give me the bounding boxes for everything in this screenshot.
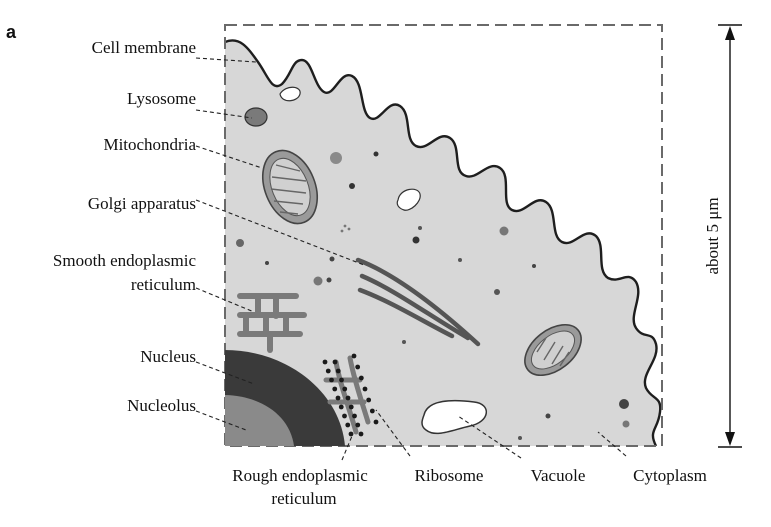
ribosome-dot — [338, 404, 344, 410]
small-vacuole-mid — [396, 188, 421, 211]
ribosome-dot — [355, 422, 361, 428]
label-lysosome: Lysosome — [127, 89, 196, 108]
ribosome-dot — [352, 413, 357, 419]
small-vacuole — [279, 86, 301, 102]
label-vacuole: Vacuole — [531, 466, 586, 485]
ribosome-dot — [373, 419, 379, 425]
label-smooth-er-2: reticulum — [131, 275, 196, 294]
label-cytoplasm: Cytoplasm — [633, 466, 707, 485]
ribosome-dots — [322, 353, 379, 437]
bottom-labels: Rough endoplasmic reticulum Ribosome Vac… — [232, 466, 707, 508]
label-rough-er-1: Rough endoplasmic — [232, 466, 368, 485]
ribosome-dot — [342, 413, 347, 419]
labels: Cell membrane Lysosome Mitochondria Golg… — [53, 38, 197, 415]
ribosome-dot — [362, 386, 368, 392]
label-cell-membrane: Cell membrane — [92, 38, 196, 57]
cell-frame — [224, 24, 663, 447]
scale-bar — [718, 24, 742, 448]
ribosome-dot — [339, 377, 344, 383]
label-nucleus: Nucleus — [140, 347, 196, 366]
mitochondrion-right — [524, 323, 582, 377]
label-rough-er-2: reticulum — [271, 489, 336, 508]
panel-letter: a — [6, 22, 17, 42]
ribosome-dot — [345, 422, 351, 428]
smooth-er — [237, 293, 307, 353]
ribosome-dot — [332, 359, 338, 365]
vacuole — [421, 400, 487, 435]
ribosome-dot — [335, 395, 341, 401]
label-nucleolus: Nucleolus — [127, 396, 196, 415]
ribosome-dot — [322, 359, 328, 365]
golgi-apparatus — [355, 257, 481, 347]
ribosome-dot — [369, 408, 375, 414]
nucleolus — [225, 395, 294, 446]
label-smooth-er-1: Smooth endoplasmic — [53, 251, 197, 270]
ribosome-dot — [351, 353, 357, 359]
ribosome-dot — [325, 368, 331, 374]
cytoplasm-granules — [236, 151, 630, 440]
ribosome-dot — [358, 375, 364, 381]
ribosome-dot — [355, 364, 361, 370]
mitochondrion-left — [261, 149, 319, 225]
ribosome-dot — [335, 368, 341, 374]
scale-label: about 5 μm — [703, 197, 722, 274]
label-golgi-apparatus: Golgi apparatus — [88, 194, 196, 213]
ribosome-dot — [366, 397, 372, 403]
label-ribosome: Ribosome — [415, 466, 484, 485]
ribosome-dot — [345, 395, 351, 401]
leader-lines — [195, 57, 627, 461]
ribosome-dot — [342, 386, 348, 392]
cell-membrane — [224, 39, 662, 447]
ribosome-dot — [358, 431, 364, 437]
ribosome-dot — [348, 431, 354, 437]
ribosome-dot — [329, 377, 334, 383]
label-mitochondria: Mitochondria — [103, 135, 196, 154]
ribosome-dot — [348, 404, 354, 410]
ribosome-dot — [332, 386, 338, 392]
